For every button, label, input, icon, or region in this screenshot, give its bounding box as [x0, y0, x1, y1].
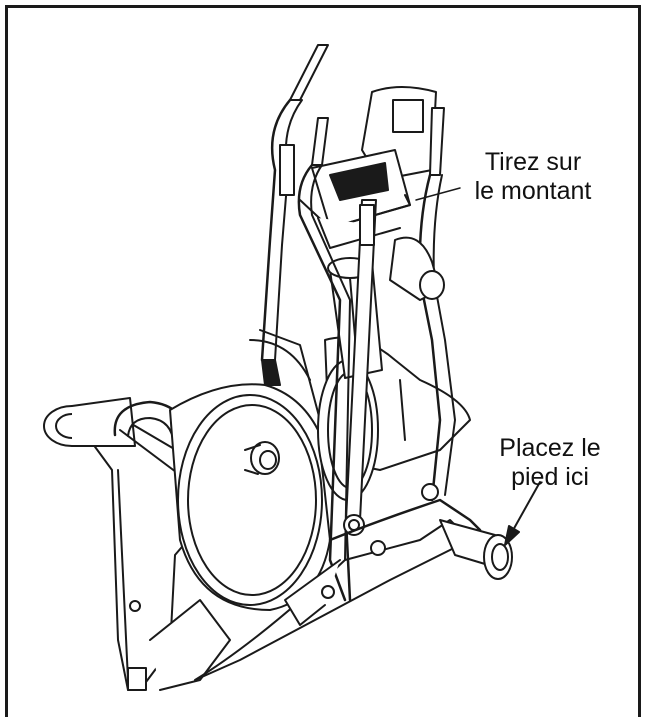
foot-placement-arrow [504, 481, 541, 546]
pull-post-line-1: Tirez sur [484, 148, 582, 176]
foreground-arm [343, 199, 377, 602]
foot-placement-line-2: pied ici [511, 463, 589, 491]
foot-placement-callout: Placez le pied ici [480, 434, 620, 492]
pedal-linkage [284, 483, 482, 626]
left-upper-arm [260, 44, 329, 386]
rear-arms [389, 107, 456, 502]
right-upper-arm [297, 117, 351, 602]
pull-post-callout: Tirez sur le montant [448, 148, 618, 206]
crank-hub [244, 441, 280, 475]
pull-post-leader [415, 187, 461, 201]
console [299, 86, 437, 249]
flywheel-housing [169, 329, 331, 611]
foot-placement-line-1: Placez le [499, 434, 601, 462]
figure-frame [5, 5, 641, 717]
pull-post-line-2: le montant [474, 177, 592, 205]
